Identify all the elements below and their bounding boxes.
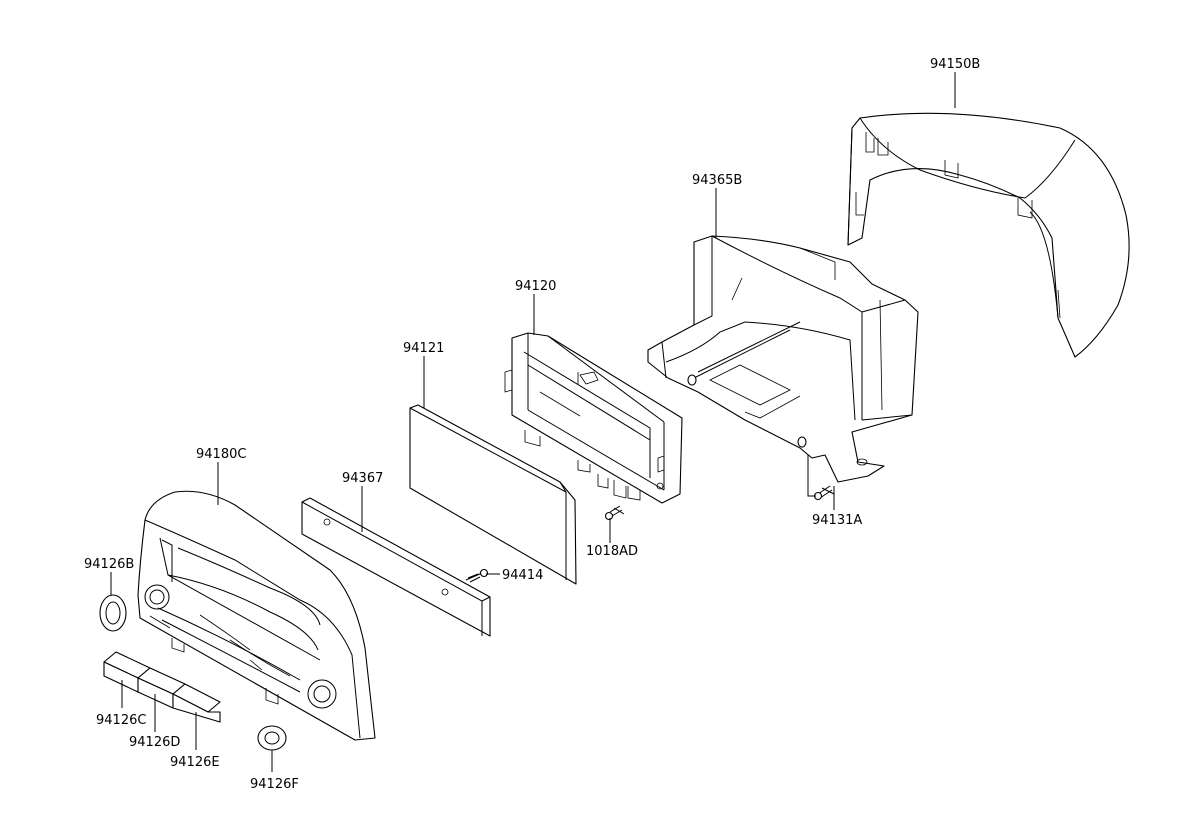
label-94126C: 94126C: [96, 713, 146, 728]
lens-glass-part: [409, 404, 577, 585]
screw-94414-part: [465, 568, 489, 583]
screw-94131A-part: [813, 485, 835, 501]
label-94120: 94120: [515, 279, 556, 294]
part-labels: 94150B 94365B 94120 94121 94180C 94367 9…: [84, 57, 980, 792]
label-94414: 94414: [502, 568, 543, 583]
knob-washer-b-part: [99, 594, 127, 632]
leader-lines: [110, 72, 956, 772]
label-94126D: 94126D: [129, 735, 180, 750]
housing-tray-part: [647, 235, 919, 483]
hood-visor-part: [847, 112, 1130, 358]
label-94131A: 94131A: [812, 513, 862, 528]
label-94126B: 94126B: [84, 557, 134, 572]
cluster-frame-part: [504, 332, 683, 504]
strip-plate-part: [301, 497, 491, 637]
label-94367: 94367: [342, 471, 383, 486]
front-bezel-part: [137, 490, 376, 741]
button-e-part: [172, 683, 221, 723]
label-94121: 94121: [403, 341, 444, 356]
label-94150B: 94150B: [930, 57, 980, 72]
label-94126E: 94126E: [170, 755, 220, 770]
label-1018AD: 1018AD: [586, 544, 638, 559]
knob-washer-f-part: [257, 725, 287, 751]
label-94180C: 94180C: [196, 447, 246, 462]
screw-1018AD-part: [604, 505, 625, 521]
label-94126F: 94126F: [250, 777, 299, 792]
label-94365B: 94365B: [692, 173, 742, 188]
